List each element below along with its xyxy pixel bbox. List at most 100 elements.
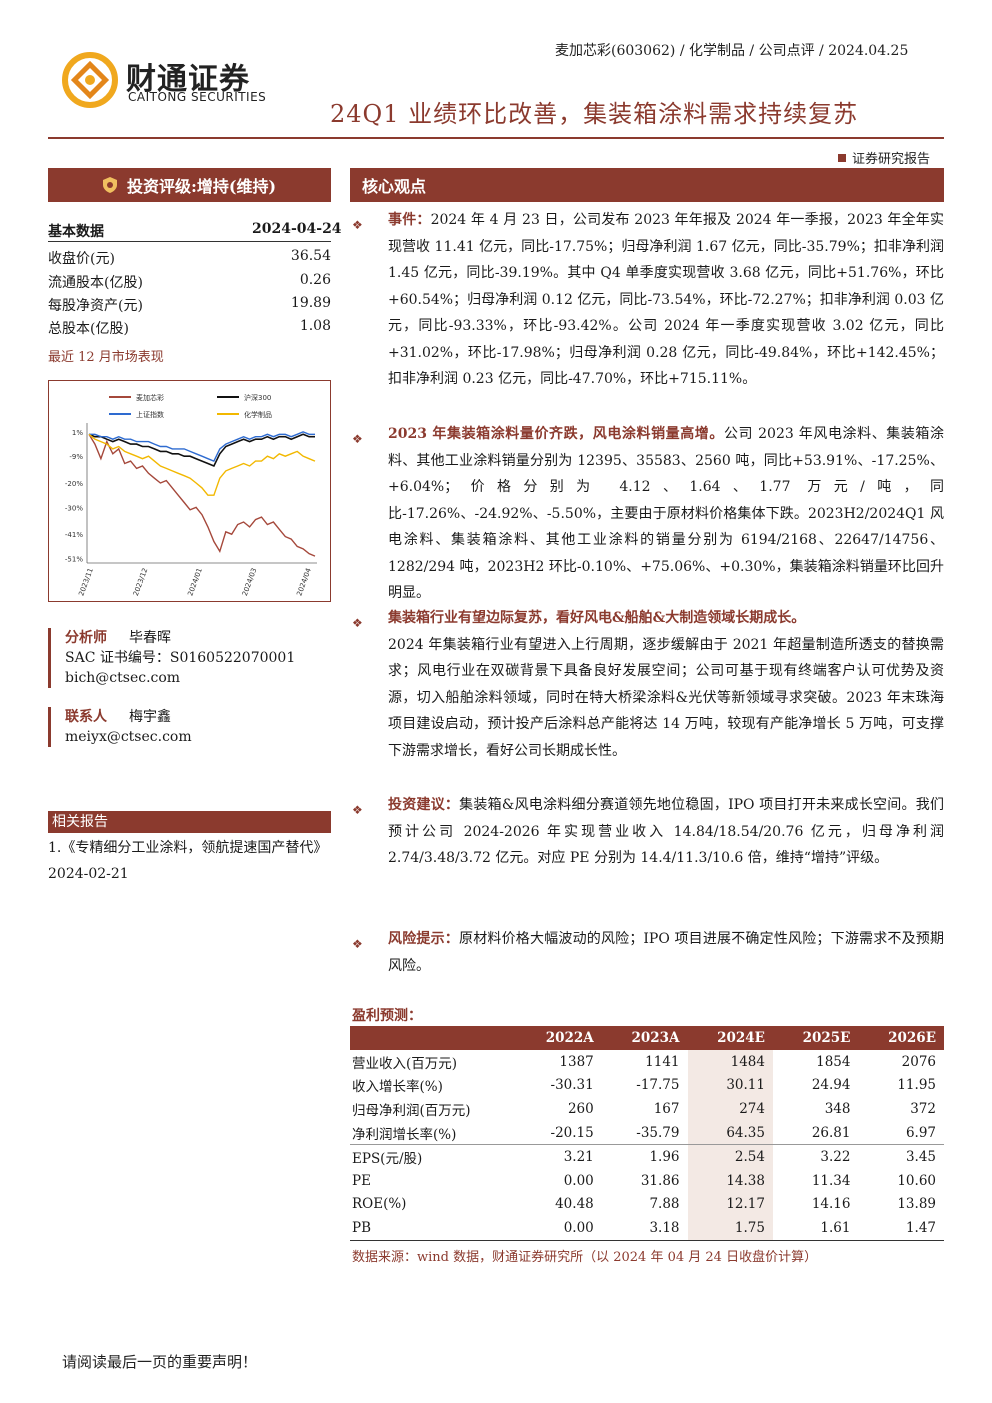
column-header: 2022A — [516, 1026, 602, 1050]
table-cell: 1484 — [687, 1050, 773, 1074]
row-label: PB — [350, 1216, 516, 1241]
point-outlook: ❖ 集装箱行业有望边际复苏，看好风电&船舶&大制造领域长期成长。2024 年集装… — [352, 605, 944, 764]
square-icon — [838, 154, 846, 162]
related-report-item[interactable]: 1.《专精细分工业涂料，领航提速国产替代》 2024-02-21 — [48, 840, 328, 882]
table-cell: 3.22 — [772, 1144, 859, 1169]
row-label: 总股本(亿股) — [48, 321, 129, 337]
shield-icon — [102, 177, 117, 193]
diamond-bullet-icon: ❖ — [352, 803, 363, 817]
x-tick-label: 2023/12 — [132, 567, 149, 597]
table-cell: 1387 — [559, 1053, 594, 1070]
table-cell: 12.17 — [687, 1192, 773, 1217]
logo-mark-icon — [62, 52, 118, 108]
contact-block: 联系人 梅宇鑫 meiyx@ctsec.com — [48, 707, 331, 747]
basic-data-title: 基本数据 — [48, 224, 104, 240]
row-label: 营业收入(百万元) — [352, 1055, 458, 1072]
analyst-sac: SAC 证书编号：S0160522070001 — [65, 650, 296, 666]
column-header: 2026E — [858, 1026, 944, 1050]
core-view-bar: 核心观点 — [350, 168, 944, 202]
data-source: 数据来源：wind 数据，财通证券研究所（以 2024 年 04 月 24 日收… — [352, 1250, 818, 1265]
basic-data-row: 收盘价(元) 36.54 — [48, 248, 331, 268]
contact-name: 梅宇鑫 — [129, 709, 171, 725]
table-cell: 1.96 — [601, 1144, 688, 1169]
legend-label: 上证指数 — [136, 410, 164, 419]
table-cell: 26.81 — [811, 1124, 851, 1141]
table-cell: 6.97 — [905, 1124, 936, 1141]
table-cell: 10.60 — [897, 1172, 936, 1189]
forecast-table: 2022A 2023A 2024E 2025E 2026E 营业收入(百万元) 1… — [350, 1026, 944, 1241]
y-tick-label: -30% — [65, 504, 83, 512]
table-cell: 274 — [687, 1097, 773, 1121]
point-head: 2023 年集装箱涂料量价齐跌，风电涂料销量高增。 — [388, 426, 724, 442]
column-header: 2025E — [772, 1026, 859, 1050]
row-value: 36.54 — [290, 248, 331, 264]
column-header — [350, 1026, 516, 1050]
series-line — [88, 433, 316, 557]
table-cell: 14.16 — [811, 1196, 851, 1213]
table-cell: 3.45 — [858, 1144, 944, 1169]
y-tick-label: -9% — [69, 453, 83, 461]
point-head: 事件： — [388, 212, 431, 228]
table-cell: 0.00 — [516, 1216, 602, 1241]
table-cell: 7.88 — [649, 1196, 680, 1213]
logo-text-cn: 财通证券 — [126, 62, 250, 97]
diamond-bullet-icon: ❖ — [352, 218, 363, 232]
rating-bar: 投资评级:增持(维持) — [48, 168, 331, 202]
analyst-name: 毕春晖 — [129, 630, 171, 646]
row-label: ROE(%) — [352, 1196, 407, 1213]
company-logo: 财通证券 CAITONG SECURITIES — [62, 52, 302, 108]
x-tick-label: 2024/03 — [241, 567, 258, 597]
row-label: 收入增长率(%) — [352, 1079, 443, 1096]
legend-label: 麦加芯彩 — [136, 393, 164, 402]
table-cell: 24.94 — [811, 1077, 851, 1094]
legend-label: 化学制品 — [244, 410, 272, 419]
x-tick-label: 2024/01 — [186, 567, 203, 597]
table-cell: 3.21 — [516, 1144, 602, 1169]
row-value: 0.26 — [299, 272, 331, 288]
point-text: 集装箱&风电涂料细分赛道领先地位稳固，IPO 项目打开未来成长空间。我们预计公司… — [388, 797, 944, 866]
forecast-title: 盈利预测： — [352, 1008, 422, 1024]
report-type: 证券研究报告 — [838, 148, 930, 167]
related-reports-title: 相关报告 — [48, 811, 331, 833]
table-cell: 11.95 — [897, 1077, 936, 1094]
analyst-email[interactable]: bich@ctsec.com — [65, 670, 181, 686]
point-text: 公司 2023 年风电涂料、集装箱涂料、其他工业涂料销量分别为 12395、35… — [388, 426, 945, 601]
diamond-bullet-icon: ❖ — [352, 616, 363, 630]
table-cell: 1854 — [816, 1053, 851, 1070]
table-header-row: 2022A 2023A 2024E 2025E 2026E — [350, 1026, 944, 1050]
row-label: 每股净资产(元) — [48, 298, 143, 314]
basic-data-row: 流通股本(亿股)0.26 — [48, 272, 331, 292]
table-cell: 11.34 — [811, 1172, 851, 1189]
table-cell: 13.89 — [897, 1196, 936, 1213]
row-label: 归母净利润(百万元) — [352, 1102, 471, 1119]
contact-label: 联系人 — [65, 709, 107, 725]
table-cell: 348 — [824, 1100, 851, 1117]
table-cell: 0.00 — [563, 1172, 594, 1189]
contact-email[interactable]: meiyx@ctsec.com — [65, 729, 192, 745]
table-cell: 40.48 — [555, 1196, 594, 1213]
point-advice: ❖ 投资建议：集装箱&风电涂料细分赛道领先地位稳固，IPO 项目打开未来成长空间… — [352, 792, 944, 872]
series-line — [88, 433, 315, 468]
analyst-block: 分析师毕春晖 SAC 证书编号：S0160522070001 bich@ctse… — [48, 628, 331, 688]
y-tick-label: -41% — [65, 531, 83, 539]
column-header: 2024E — [687, 1026, 773, 1050]
table-cell: -20.15 — [550, 1124, 594, 1141]
y-tick-label: 1% — [72, 429, 83, 437]
row-label: 收盘价(元) — [48, 251, 115, 267]
basic-data-row: 总股本(亿股)1.08 — [48, 318, 331, 338]
report-title: 24Q1 业绩环比改善，集装箱涂料需求持续复苏 — [330, 100, 859, 128]
point-text: 2024 年集装箱行业有望进入上行周期，逐步缓解由于 2021 年超量制造所透支… — [388, 636, 944, 759]
logo-text-en: CAITONG SECURITIES — [128, 90, 267, 104]
column-header: 2023A — [601, 1026, 688, 1050]
row-label: EPS(元/股) — [350, 1144, 516, 1169]
rating-label: 投资评级:增持(维持) — [126, 177, 277, 196]
table-cell: 1.75 — [687, 1216, 773, 1241]
table-cell: 2.54 — [687, 1144, 773, 1169]
table-cell: 30.11 — [687, 1073, 773, 1098]
